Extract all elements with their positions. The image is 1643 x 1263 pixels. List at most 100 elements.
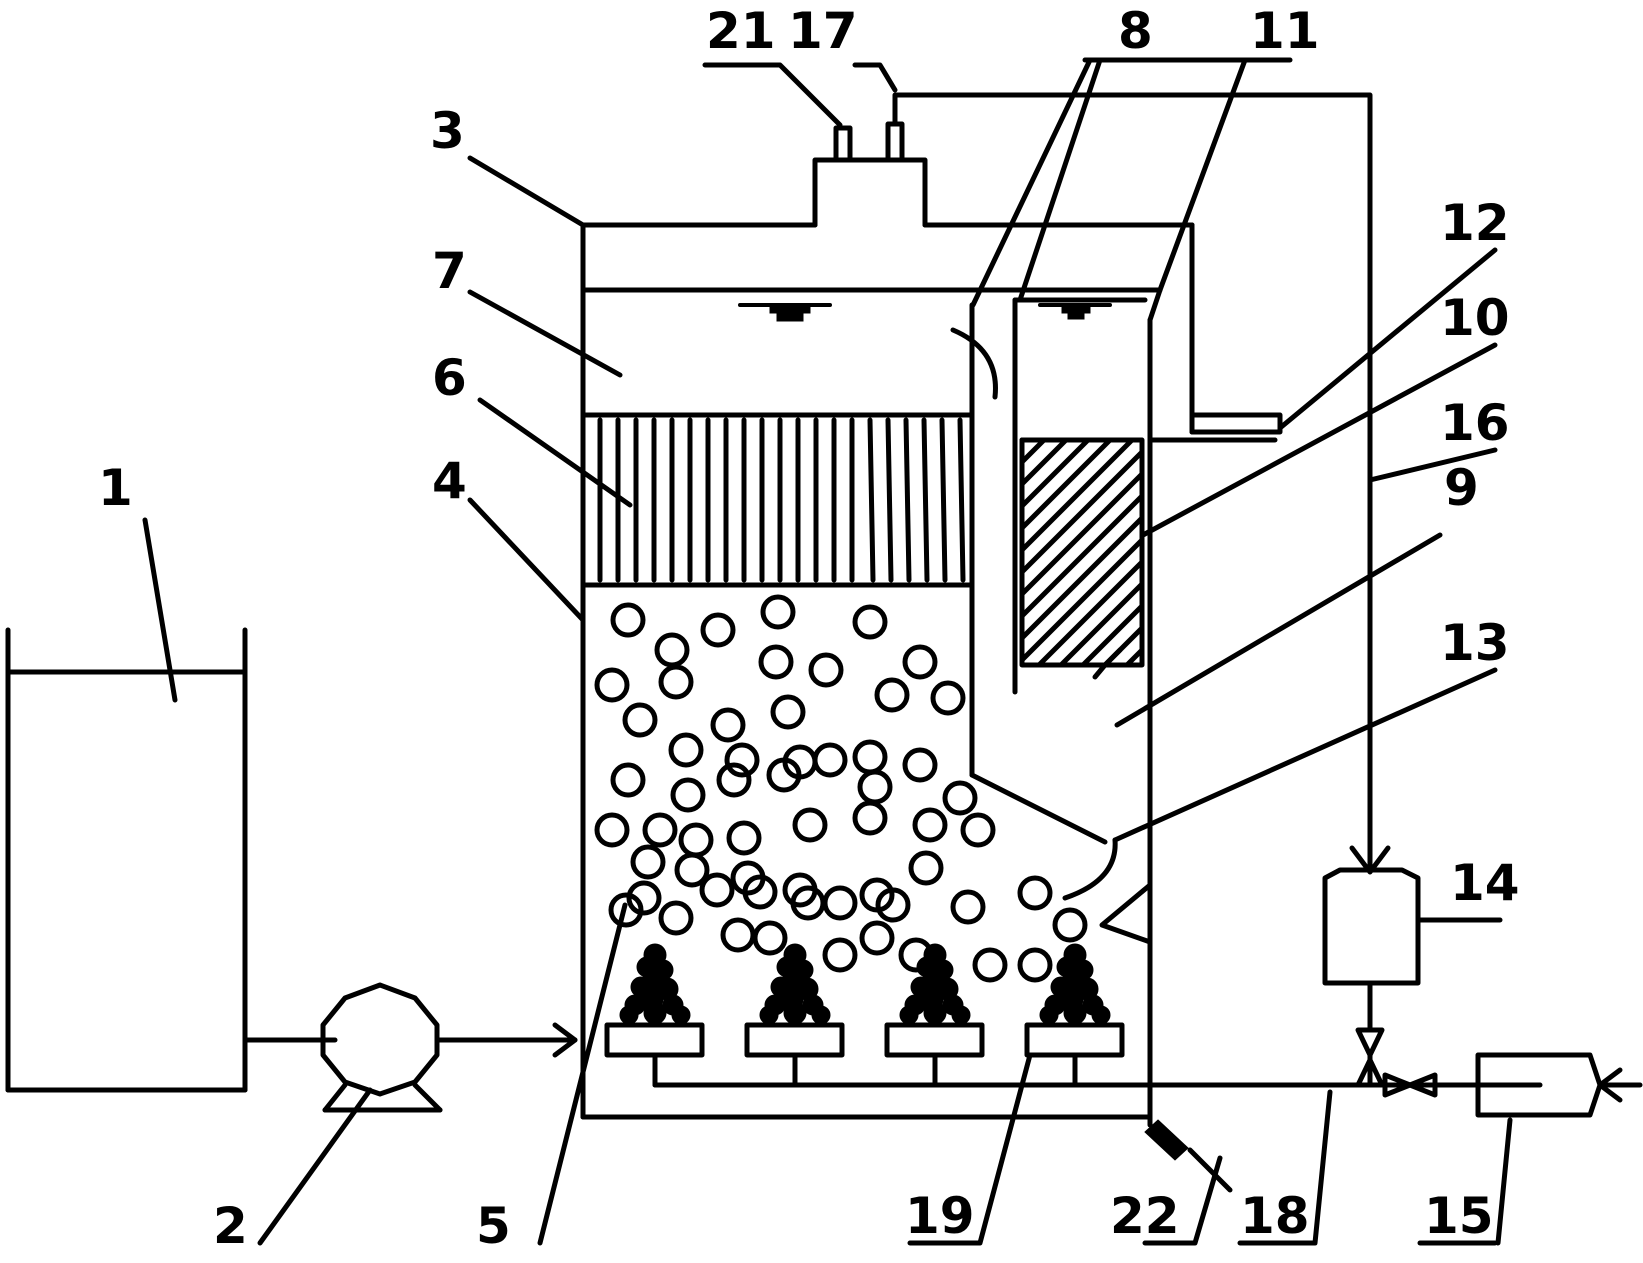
air-bubble [671,1005,691,1025]
carrier-bead [760,594,796,630]
hatch-line [1058,581,1145,668]
label-6: 6 [432,349,467,407]
discharge-valve [1144,1114,1233,1193]
feed-pump [242,982,578,1113]
label-22: 22 [1110,1187,1180,1245]
line-valve [1382,1072,1438,1098]
air-bubble [619,1005,639,1025]
reactor-shell [580,157,1195,1120]
carrier-bead [622,702,658,738]
carrier-bead [950,889,986,925]
air-bubble [783,1001,807,1025]
carrier-bead [626,880,662,916]
label-1: 1 [98,459,133,517]
carrier-bead [852,800,888,836]
carrier-bead [812,742,848,778]
aerator [604,943,705,1058]
label-3: 3 [430,102,465,160]
air-pump [1475,1052,1643,1118]
label-15: 15 [1424,1187,1494,1245]
packing-strips [597,417,966,583]
air-bubble [759,1005,779,1025]
aerator-disc [884,1022,985,1058]
carrier-bead [726,820,762,856]
carrier-bead [594,812,630,848]
carrier-bead [710,707,746,743]
air-bubble [951,1005,971,1025]
carrier-bead [610,602,646,638]
packing-strip [939,417,948,583]
carrier-bead [908,850,944,886]
carrier-bead [852,604,888,640]
air-bubble [811,1005,831,1025]
carrier-bead [859,920,895,956]
carrier-beads [594,594,1088,983]
carrier-bead [852,739,888,775]
carrier-bead [766,757,802,793]
baffle [1099,882,1153,945]
carrier-bead [642,812,678,848]
carrier-bead [720,917,756,953]
gas-collector [1322,867,1421,1088]
carrier-bead [658,900,694,936]
carrier-bead [960,812,996,848]
carrier-bead [902,747,938,783]
packing-layer [580,412,975,588]
label-12: 12 [1440,194,1510,252]
air-bubble [923,1001,947,1025]
hatch-line [1019,449,1145,575]
carrier-bead [822,885,858,921]
carrier-bead [668,732,704,768]
packing-strip [957,417,966,583]
hatch-line [1080,603,1145,668]
carrier-bead [1052,907,1088,943]
hatch-line [1019,493,1145,619]
hatch-line [1036,559,1145,668]
aerator-disc [604,1022,705,1058]
packing-strip [885,417,894,583]
carrier-bead [658,664,694,700]
air-bubble [1063,1001,1087,1025]
carrier-bead [700,612,736,648]
label-13: 13 [1440,614,1510,672]
label-4: 4 [432,452,467,510]
aerators [604,943,1125,1058]
carrier-bead [758,644,794,680]
label-11: 11 [1250,2,1320,60]
label-5: 5 [476,1197,511,1255]
leader-lines [142,57,1513,1246]
hatch-line [1019,537,1145,663]
air-bubble [1091,1005,1111,1025]
label-2: 2 [213,1197,248,1255]
label-17: 17 [788,2,858,60]
label-8: 8 [1118,2,1153,60]
carrier-bead [670,777,706,813]
packing-strip [867,417,876,583]
downcomer-wall [969,302,1153,845]
carrier-bead [972,947,1008,983]
carrier-bead [1017,947,1053,983]
hatch-line [1124,647,1145,668]
carrier-bead [912,807,948,843]
aerator-disc [1024,1022,1125,1058]
hatch-line [1019,471,1145,597]
carrier-bead [674,852,710,888]
hatch-line [1019,437,1091,509]
carrier-bead [1017,875,1053,911]
part-labels: 1 2 3 4 5 6 7 8 9 10 11 12 13 14 15 16 1… [98,2,1520,1255]
carrier-bead [792,807,828,843]
aerator [884,943,985,1058]
carrier-bead [930,680,966,716]
probe-wires [950,327,1123,680]
carrier-bead [699,872,735,908]
aerator [1024,943,1125,1058]
hatch-line [1019,437,1113,531]
air-bubble [1039,1005,1059,1025]
carrier-bead [822,937,858,973]
carrier-bead [724,742,760,778]
carrier-bead [770,694,806,730]
hatch-line [1019,437,1135,553]
carrier-bead [716,762,752,798]
carrier-bead [874,677,910,713]
